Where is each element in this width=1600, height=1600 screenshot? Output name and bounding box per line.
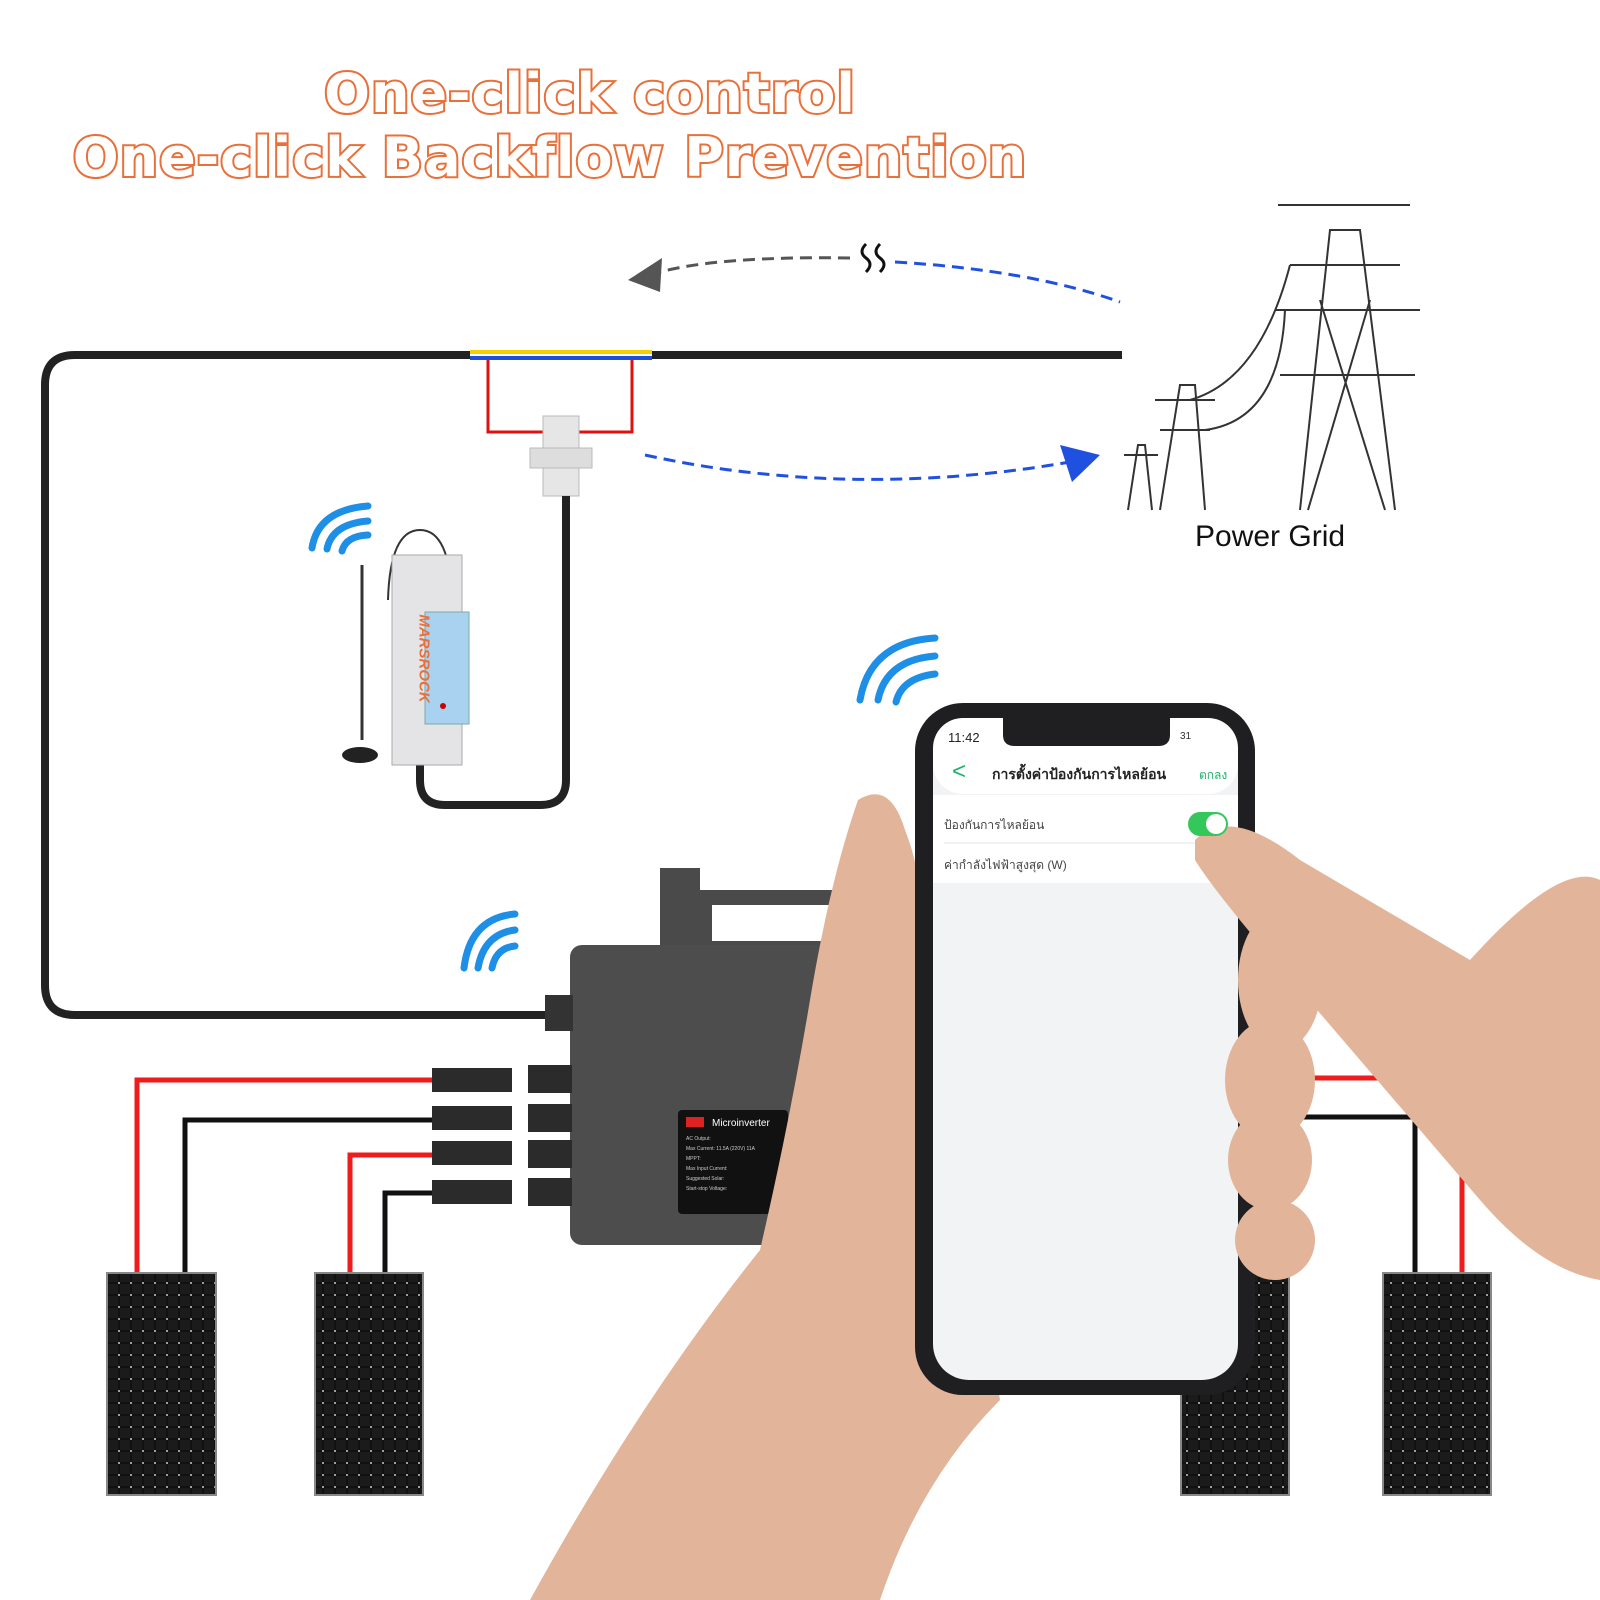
blocked-flow-arrow-blue (894, 260, 1121, 304)
backflow-prevention-label: ป้องกันการไหลย้อน (944, 818, 1045, 832)
ct-cable (416, 496, 570, 809)
power-tower-icon (1124, 204, 1420, 511)
arrow-head-blue (1060, 445, 1100, 482)
solar-panel-4 (1382, 1272, 1492, 1496)
backflow-prevention-toggle[interactable] (1188, 812, 1228, 836)
battery-level: 31 (1180, 731, 1192, 742)
fingers-icon (1195, 826, 1600, 1280)
inverter-spec: AC Output: (686, 1136, 711, 1142)
solar-panel-2 (314, 1272, 424, 1496)
ct-clamp-icon (529, 415, 593, 497)
inverter-spec: Max Current: 11.5A (220V) 11A (686, 1146, 756, 1152)
blocked-flow-arrow-gray (659, 256, 851, 274)
dc-connectors (432, 1065, 572, 1206)
wifi-icon-inverter (460, 910, 519, 972)
inverter-spec: Suggested Solar: (686, 1176, 725, 1182)
status-time: 11:42 (948, 730, 980, 745)
wifi-icon-meter (308, 502, 372, 555)
back-button[interactable]: < (952, 758, 967, 785)
headline-line-2: One-click Backflow Prevention (71, 124, 1028, 191)
headline-line-1: One-click control (322, 60, 857, 127)
inverter-spec: Max Input Current: (686, 1166, 728, 1172)
inverter-label: Microinverter (712, 1118, 770, 1129)
wire-black-2 (382, 1190, 432, 1273)
solar-panel-1 (106, 1272, 217, 1496)
phone-screen (933, 718, 1238, 1380)
wire-red-1 (134, 1077, 432, 1273)
hand-icon (530, 794, 1000, 1600)
phone-notch (1003, 718, 1170, 746)
ac-cable (41, 351, 548, 1019)
power-grid-label: Power Grid (1195, 520, 1346, 553)
block-symbol (860, 242, 886, 274)
smart-meter-icon (342, 528, 470, 766)
screen-title: การตั้งค่าป้องกันการไหลย้อน (992, 766, 1167, 782)
max-power-setting[interactable]: ค่ากำลังไฟฟ้าสูงสุด (W) (944, 858, 1067, 872)
confirm-button[interactable]: ตกลง (1199, 768, 1228, 782)
meter-brand-logo: MARSROCK (415, 614, 433, 703)
export-flow-arrow (644, 453, 1071, 481)
inverter-spec: MPPT: (686, 1156, 701, 1162)
arrow-head-gray (628, 258, 662, 292)
wire-red-2 (347, 1152, 432, 1273)
inverter-spec: Start-stop Voltage: (686, 1186, 728, 1192)
wire-black-1 (182, 1117, 432, 1273)
wifi-icon-phone (856, 634, 939, 706)
